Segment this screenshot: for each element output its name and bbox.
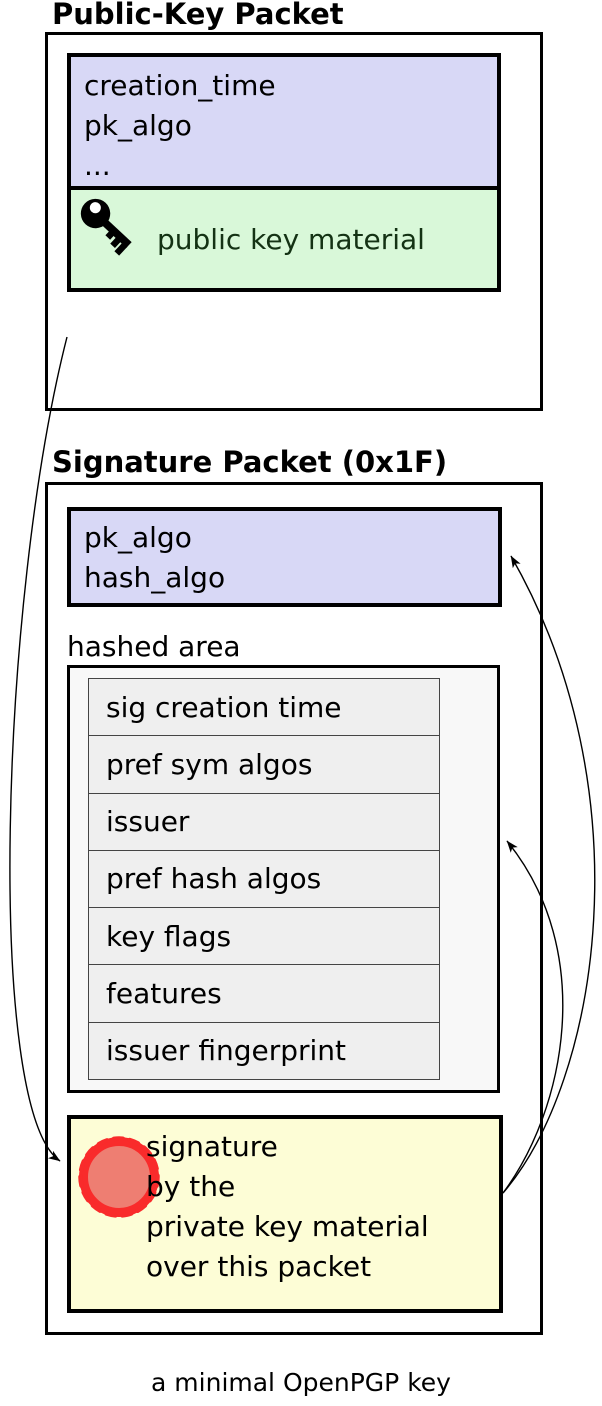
subpacket-row: key flags (89, 908, 439, 966)
hashed-area-label: hashed area (67, 630, 241, 663)
subpacket-row: issuer fingerprint (106, 1034, 347, 1068)
subpacket-row: pref sym algos (89, 736, 439, 794)
signature-line: private key material (146, 1210, 429, 1243)
signature-description: signature by the private key material ov… (146, 1127, 429, 1287)
signature-packet-title: Signature Packet (0x1F) (52, 445, 448, 479)
subpacket-row: issuer (89, 794, 439, 851)
subpacket-row: pref hash algos (89, 851, 439, 909)
key-icon (80, 198, 132, 256)
public-key-header-fields: creation_time pk_algo ... (84, 66, 276, 186)
signature-line: signature (146, 1130, 278, 1163)
signature-line: by the (146, 1170, 236, 1203)
signature-header-fields-box: pk_algo hash_algo (67, 507, 502, 607)
field-pk-algo: pk_algo (84, 109, 192, 142)
diagram-caption: a minimal OpenPGP key (151, 1368, 451, 1397)
field-creation-time: creation_time (84, 69, 276, 102)
field-hash-algo: hash_algo (84, 561, 226, 594)
seal-icon (78, 1136, 160, 1218)
signature-line: over this packet (146, 1250, 372, 1283)
hashed-subpackets-table: sig creation time pref sym algos issuer … (88, 678, 440, 1080)
field-pk-algo-sig: pk_algo (84, 521, 192, 554)
subpacket-row: sig creation time (89, 679, 439, 737)
public-key-packet-title: Public-Key Packet (52, 0, 344, 31)
signature-value-box: signature by the private key material ov… (67, 1115, 503, 1313)
public-key-header-fields-box: creation_time pk_algo ... (67, 53, 501, 190)
public-key-material-box: public key material (67, 186, 501, 292)
signature-header-fields: pk_algo hash_algo (84, 518, 225, 598)
public-key-material-label: public key material (157, 222, 425, 256)
field-ellipsis: ... (84, 149, 111, 182)
subpacket-row: features (89, 965, 439, 1023)
